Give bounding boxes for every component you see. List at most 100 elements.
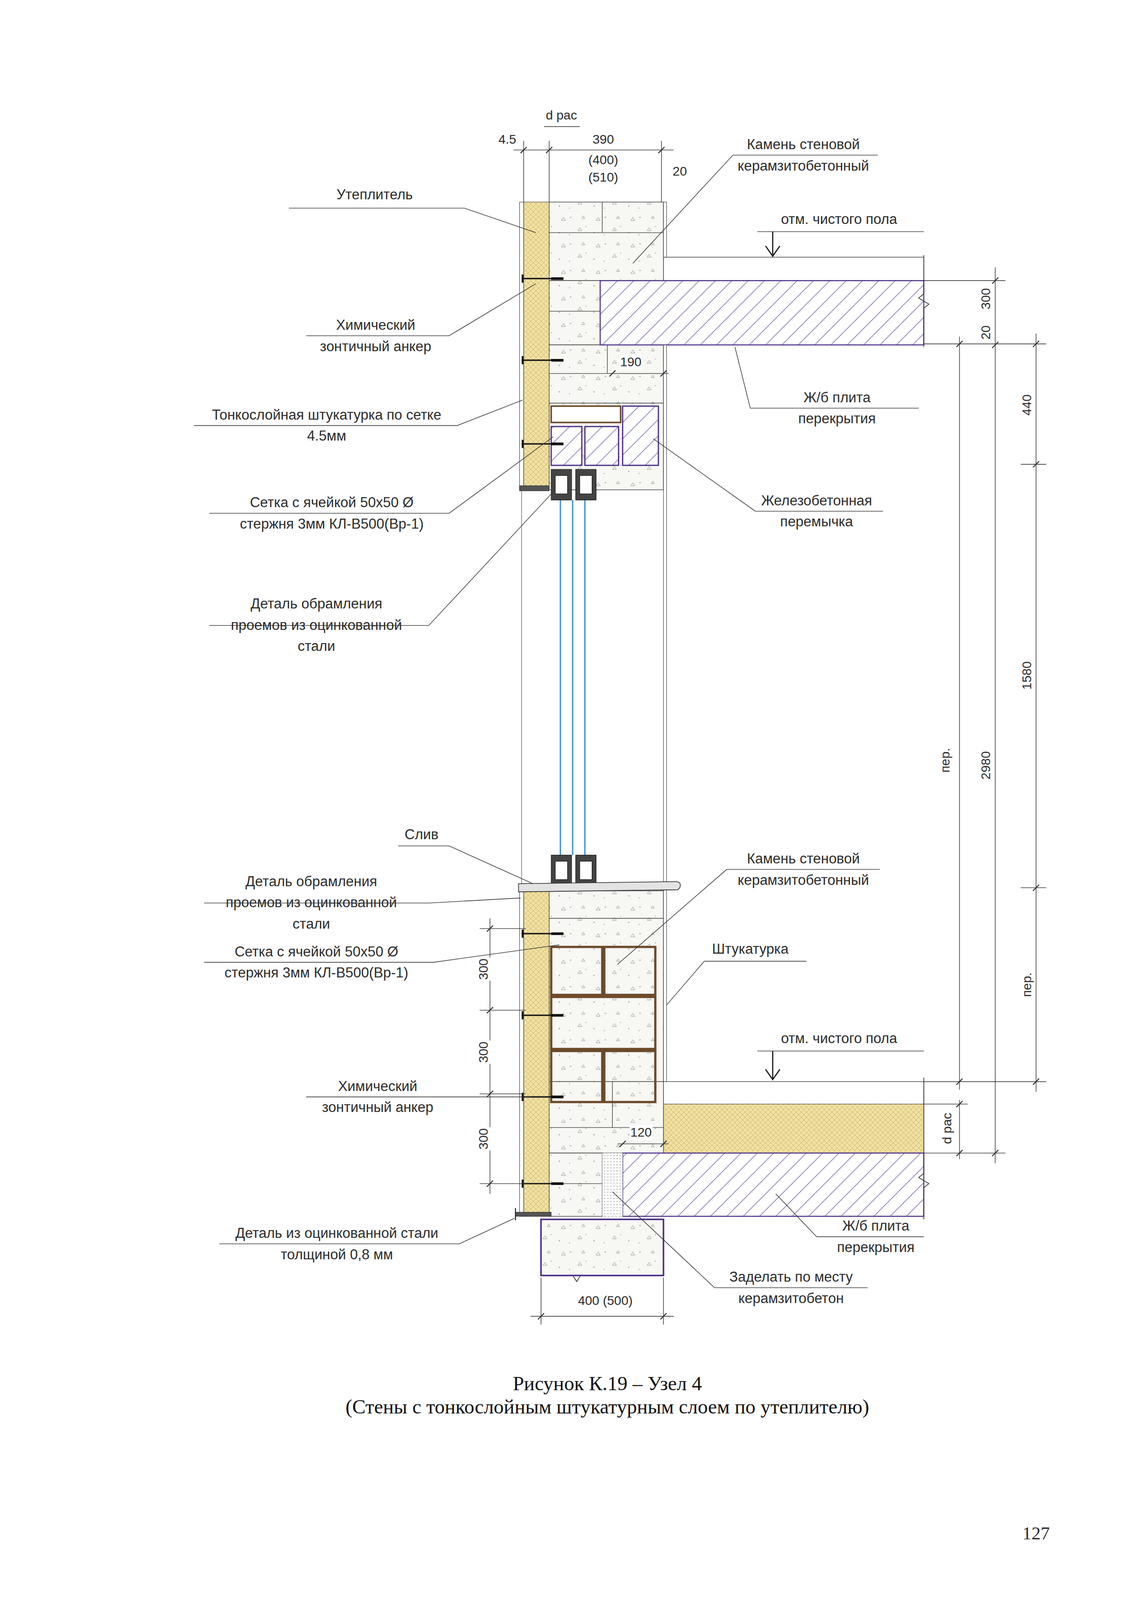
window-frame: [555, 861, 568, 880]
dimension-text: 300: [476, 1040, 491, 1065]
outer-plaster: [519, 202, 524, 1217]
dimension-text: пер.: [938, 747, 953, 774]
level-arrow: [765, 1051, 780, 1080]
dimension-text: (400): [587, 152, 619, 168]
window-frame: [575, 469, 597, 501]
floor-screed: [663, 257, 924, 1105]
callout-label: Химический зонтичный анкер: [313, 1075, 442, 1119]
dimension-text: 4.5: [497, 132, 517, 147]
window-frame: [551, 469, 572, 501]
lintel: [622, 406, 659, 466]
insulation-layer: [523, 202, 924, 1217]
callout-label: Сетка с ячейкой 50х50 Ø стержня 3мм КЛ-В…: [216, 941, 418, 984]
masonry-stone: [549, 202, 664, 1217]
masonry-stone: [549, 891, 664, 1082]
sill-flashing: [518, 881, 681, 893]
chemical-anchor: [521, 274, 564, 1189]
dimension-text: (510): [587, 170, 619, 185]
floor-slab: [622, 1153, 924, 1217]
mortar-joints: [604, 1051, 656, 1103]
dimension-text: 400 (500): [577, 1293, 634, 1309]
foundation-beam: [541, 1219, 664, 1276]
reveal-line: [521, 490, 522, 887]
dimension-lines: [513, 126, 674, 203]
callout-label: Химический зонтичный анкер: [311, 314, 440, 358]
dimension-text: d рас: [939, 1112, 955, 1146]
lintel: [551, 426, 582, 466]
leader-lines: [666, 961, 807, 1006]
window-frame: [551, 469, 596, 887]
callout-label: Ж/б плита перекрытия: [829, 1215, 922, 1259]
lintel: [551, 406, 659, 466]
galvanized-trim: [515, 1212, 552, 1217]
insulation-layer: [523, 891, 550, 1217]
dimension-lines: [486, 146, 1039, 1320]
dimension-text: 190: [619, 354, 643, 370]
window-frame: [575, 855, 597, 887]
mortar-joints: [551, 406, 621, 423]
floor-screed: [663, 1081, 924, 1105]
glazing: [560, 500, 585, 856]
leader-lines: [288, 208, 536, 233]
callout-label: Тонкослойная штукатурка по сетке 4.5мм: [202, 404, 451, 447]
interior-plaster: [663, 202, 667, 1082]
masonry-stone: [549, 1081, 664, 1154]
mortar-joints: [551, 1051, 603, 1103]
window-frame: [579, 861, 593, 880]
dimension-lines: [607, 373, 669, 1145]
callout-label: Ж/б плита перекрытия: [791, 386, 883, 430]
dimension-text: 300: [978, 287, 994, 311]
dimension-lines: [479, 126, 1047, 1325]
level-arrow: [765, 231, 780, 257]
mortar-joints: [604, 947, 656, 996]
break-line: [918, 255, 929, 347]
callout-label: Камень стеновой керамзитобетонный: [730, 848, 877, 892]
callout-label: Деталь обрамления проемов из оцинкованно…: [220, 594, 413, 658]
dimension-text: пер.: [1019, 971, 1034, 999]
masonry-stone: [549, 344, 664, 404]
mortar-joints: [551, 406, 656, 1103]
page-number: 127: [1021, 1523, 1051, 1545]
insulation-layer: [523, 202, 550, 491]
galvanized-trim: [519, 485, 550, 491]
insulation-layer: [663, 1104, 924, 1154]
callout-label: Слив: [403, 826, 440, 844]
sill-flashing: [518, 881, 681, 893]
chemical-anchor: [521, 274, 524, 1189]
floor-slab: [599, 280, 924, 1217]
masonry-stone: [549, 202, 664, 281]
level-mark-label: отм. чистого пола: [780, 211, 899, 228]
window-frame: [555, 475, 568, 495]
mortar-joints: [551, 997, 656, 1050]
galvanized-trim: [515, 1208, 517, 1221]
floor-slab: [599, 280, 924, 345]
callout-label: Железобетонная перемычка: [757, 490, 877, 533]
masonry-stone: [549, 202, 664, 1185]
outer-plaster: [519, 891, 524, 1217]
galvanized-trim: [515, 485, 552, 1221]
dimension-text: 1580: [1019, 660, 1034, 691]
dimension-text: 120: [629, 1125, 653, 1141]
leader-lines: [757, 231, 924, 1052]
callout-label: Утеплитель: [335, 186, 414, 204]
interior-plaster: [663, 344, 667, 1082]
window-frame: [551, 855, 572, 887]
callout-label: Деталь обрамления проемов из оцинкованно…: [215, 871, 407, 936]
dimension-text: 2980: [978, 750, 994, 781]
chemical-anchor: [551, 278, 564, 1185]
level-mark-label: отм. чистого пола: [780, 1031, 899, 1048]
floor-screed: [663, 257, 924, 281]
callout-label: Сетка с ячейкой 50х50 Ø стержня 3мм КЛ-В…: [231, 492, 433, 535]
leader-lines: [193, 155, 924, 1289]
dimension-lines: [959, 267, 1037, 1164]
chemical-anchor: [521, 278, 564, 1185]
dimension-text: d рас: [544, 108, 579, 123]
callout-label: Штукатурка: [710, 941, 790, 958]
dimension-text: 20: [671, 164, 688, 179]
concrete-infill: [602, 1153, 623, 1217]
dimension-text: 390: [591, 132, 616, 147]
masonry-stone: [549, 280, 601, 345]
mortar-joints: [551, 947, 603, 996]
